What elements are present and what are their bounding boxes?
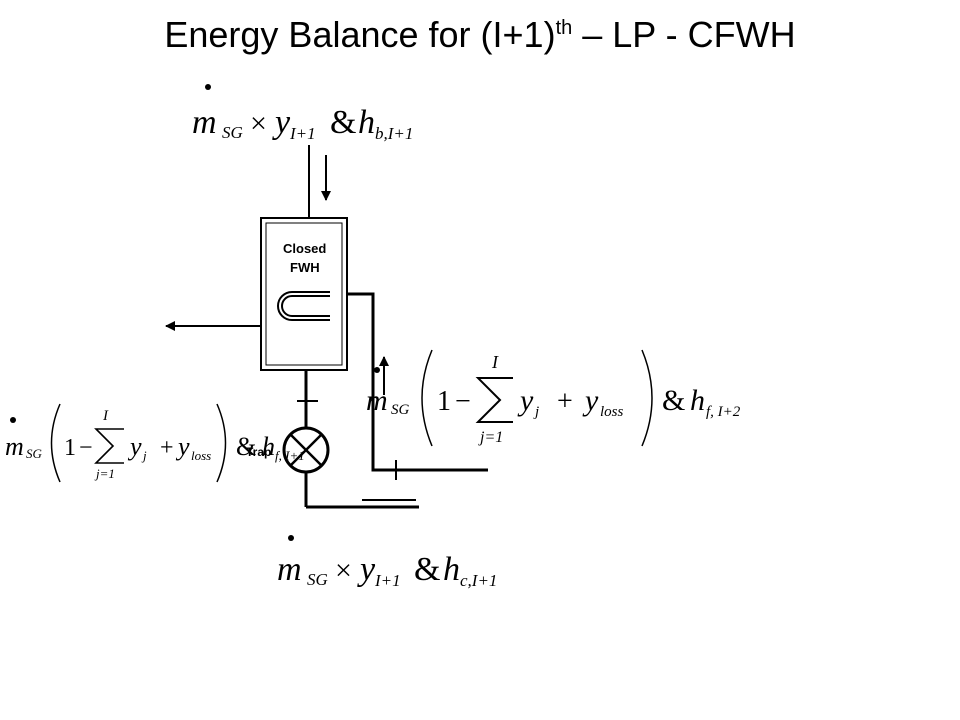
right-dot-icon [374, 367, 380, 373]
left-plus: + [160, 435, 174, 461]
top-dot-icon [205, 84, 211, 90]
left-output-equation: m SG 1 − I j=1 y j + y loss & h f, I+1 [5, 403, 305, 483]
left-sum-top: I [102, 408, 109, 424]
left-right-paren [216, 403, 227, 483]
left-minus: − [79, 435, 93, 461]
right-sum-bottom: j=1 [478, 429, 503, 446]
left-y: y [127, 432, 142, 461]
bottom-y-sub: I+1 [374, 571, 401, 590]
top-input-equation: m SG × y I+1 & h b,I+1 [192, 84, 413, 143]
left-y-loss-sub: loss [191, 448, 211, 463]
fwh-label-fwh: FWH [290, 260, 320, 275]
top-m-sub: SG [222, 123, 243, 142]
right-input-equation: m SG 1 − I j=1 y j + y loss & h f, I+2 [366, 349, 741, 447]
right-right-paren [641, 349, 653, 447]
left-y-sub: j [141, 448, 147, 463]
right-h: h [690, 384, 705, 417]
right-y-loss: y [582, 384, 599, 417]
right-one: 1 [437, 386, 451, 417]
top-m: m [192, 104, 217, 141]
top-h: h [358, 104, 375, 141]
bottom-h-sub: c,I+1 [460, 571, 497, 590]
left-amp: & [236, 432, 256, 461]
right-h-sub: f, I+2 [706, 404, 741, 420]
top-times: × [250, 107, 267, 140]
title-suffix: – LP - CFWH [572, 14, 796, 55]
left-sigma-icon [94, 428, 124, 464]
fwh-label-closed: Closed [283, 241, 326, 256]
left-sum-bottom: j=1 [94, 466, 115, 481]
bottom-y: y [357, 551, 376, 588]
trap-valve-icon [282, 426, 330, 474]
left-m-sub: SG [26, 446, 43, 461]
top-amp: & [330, 104, 356, 141]
right-m: m [366, 384, 388, 417]
left-one: 1 [64, 435, 76, 461]
bottom-times: × [335, 554, 352, 587]
right-plus: + [557, 386, 573, 417]
fwh-inner-box [265, 222, 343, 366]
left-left-paren [50, 403, 61, 483]
right-m-sub: SG [391, 402, 410, 418]
top-h-sub: b,I+1 [375, 124, 413, 143]
right-sum-top: I [491, 352, 499, 372]
right-minus: − [455, 386, 471, 417]
closed-fwh: Closed FWH [260, 217, 348, 371]
coil-exit-pipe [330, 292, 488, 472]
piping [165, 145, 488, 509]
bottom-output-equation: m SG × y I+1 & h c,I+1 [277, 535, 497, 590]
title-superscript: th [555, 17, 573, 39]
top-y: y [272, 104, 291, 141]
left-h-sub: f, I+1 [275, 448, 305, 463]
bottom-m-sub: SG [307, 570, 328, 589]
right-y: y [517, 384, 534, 417]
sigma-icon [475, 377, 513, 423]
right-y-loss-sub: loss [600, 404, 624, 420]
bottom-amp: & [414, 551, 440, 588]
left-h: h [262, 432, 275, 461]
page-title: Energy Balance for (I+1)th – LP - CFWH [0, 14, 960, 56]
trap-label: Trap [246, 445, 271, 459]
bottom-h: h [443, 551, 460, 588]
right-left-paren [421, 349, 433, 447]
left-dot-icon [10, 417, 16, 423]
left-m: m [5, 432, 24, 461]
bottom-dot-icon [288, 535, 294, 541]
title-main: Energy Balance for (I+1) [164, 14, 556, 55]
right-amp: & [662, 384, 685, 417]
bottom-m: m [277, 551, 302, 588]
top-y-sub: I+1 [289, 124, 316, 143]
right-y-sub: j [533, 404, 539, 420]
left-y-loss: y [175, 432, 190, 461]
